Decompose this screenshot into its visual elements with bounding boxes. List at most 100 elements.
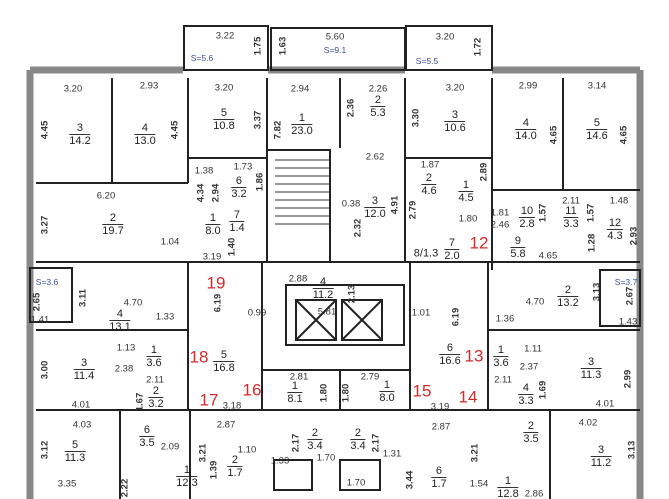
room-number: 2	[148, 386, 164, 398]
dimension-label: 6.19	[212, 293, 224, 313]
room-label: 8/1.3	[413, 247, 439, 260]
room-number: 2	[227, 455, 243, 467]
dimension-label: 1.43	[618, 316, 638, 328]
dimension-label: 3.19	[430, 401, 450, 413]
balcony-area: S=5.5	[415, 55, 439, 66]
dimension-label: 2.88	[288, 273, 308, 285]
dimension-label: 2.93	[628, 226, 640, 246]
room-area: 3.2	[148, 398, 164, 410]
dimension-label: 1.28	[586, 233, 598, 253]
room-area: 5.3	[370, 107, 386, 119]
room-area: 11.3	[580, 369, 602, 381]
room-number: 2	[523, 421, 539, 433]
room-area: 11.2	[590, 457, 612, 469]
dimension-label: 1.86	[254, 172, 266, 192]
room-area: 11.2	[312, 289, 334, 301]
room-number: 1	[493, 345, 509, 357]
room-area: 10.8	[213, 120, 235, 132]
dimension-label: 2.79	[360, 371, 380, 383]
room-number: 4	[518, 383, 534, 395]
dimension-label: 2.26	[368, 83, 388, 95]
room-area: 3.4	[307, 440, 323, 452]
dimension-label: 4.01	[71, 399, 91, 411]
room-number: 3	[69, 123, 91, 135]
room-number: 1	[176, 465, 198, 477]
room-area: 13.1	[109, 321, 131, 333]
room-number: 3	[364, 196, 386, 208]
dimension-label: 6.19	[450, 307, 462, 327]
dimension-label: 3.27	[39, 215, 51, 235]
dimension-label: 2.65	[31, 292, 43, 312]
balcony-area: S=3.7	[614, 276, 638, 287]
room-number: 6	[231, 176, 247, 188]
dimension-label: 3.21	[469, 443, 481, 463]
dimension-label: 4.34	[195, 183, 207, 203]
room-area: 16.8	[213, 362, 235, 374]
dimension-label: 3.22	[215, 30, 235, 42]
dimension-label: 1.70	[316, 452, 336, 464]
dimension-label: 4.70	[525, 296, 545, 308]
dimension-label: 7.82	[272, 120, 284, 140]
dimension-label: 2.32	[352, 218, 364, 238]
dimension-label: 1.41	[30, 314, 50, 326]
dimension-label: 1.69	[537, 380, 549, 400]
dimension-label: 1.67	[134, 392, 146, 412]
dimension-label: 2.38	[114, 363, 134, 375]
room-number: 1	[287, 381, 303, 393]
room-number: 1	[205, 213, 221, 225]
dimension-label: 2.94	[210, 183, 222, 203]
dimension-label: 3.20	[435, 31, 455, 43]
room-area: 4.6	[421, 185, 437, 197]
room-area: 3.3	[563, 218, 579, 230]
room-area: 11.3	[64, 452, 86, 464]
room-area: 1.7	[431, 478, 447, 490]
dimension-label: 3.44	[404, 470, 416, 490]
room-area: 3.5	[523, 433, 539, 445]
dimension-label: 2.17	[290, 433, 302, 453]
room-area: 2.0	[444, 250, 460, 262]
room-number: 5	[213, 350, 235, 362]
room-number: 2	[350, 428, 366, 440]
room-number: 10	[518, 205, 536, 218]
dimension-label: 1.11	[524, 343, 542, 355]
dimension-label: 2.99	[622, 369, 634, 389]
dimension-label: 1.33	[155, 311, 175, 323]
room-area: 5.8	[510, 248, 526, 260]
dimension-label: 1.57	[537, 203, 549, 223]
dimension-label: 1.57	[585, 203, 597, 223]
dimension-label: 1.87	[420, 159, 440, 171]
dimension-label: 0.38	[341, 198, 361, 210]
dimension-label: 2.11	[494, 374, 512, 386]
room-number: 3	[590, 445, 612, 457]
room-area: 8.0	[379, 392, 395, 404]
room-area: 12.8	[497, 488, 519, 499]
dimension-label: 4.65	[538, 250, 558, 262]
dimension-label: 2.89	[478, 162, 490, 182]
unit-number: 14	[458, 387, 478, 407]
room-number: 7	[229, 210, 245, 222]
room-area: 14.0	[515, 130, 537, 142]
room-number: 9	[510, 236, 526, 248]
dimension-label: 2.81	[289, 371, 309, 383]
dimension-label: 5.81	[317, 306, 337, 318]
dimension-label: 2.86	[524, 488, 544, 499]
room-number: 1	[291, 113, 313, 125]
dimension-label: 1.80	[340, 383, 352, 403]
dimension-label: 2.37	[519, 361, 539, 373]
